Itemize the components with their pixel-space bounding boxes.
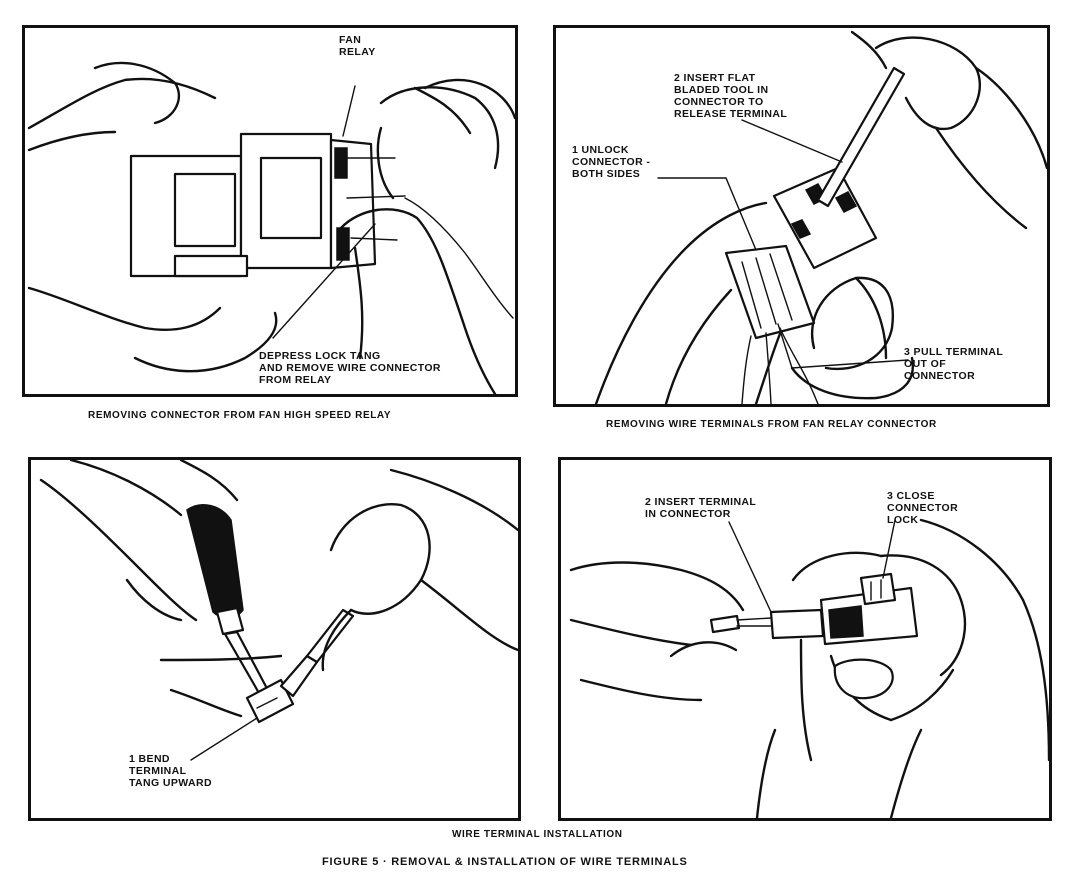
step2-insert-terminal-callout: 2 INSERT TERMINAL IN CONNECTOR (645, 496, 757, 520)
caption-wire-terminal-installation: WIRE TERMINAL INSTALLATION (452, 829, 623, 840)
depress-lock-tang-callout: DEPRESS LOCK TANG AND REMOVE WIRE CONNEC… (259, 350, 441, 386)
figure-title: FIGURE 5 · REMOVAL & INSTALLATION OF WIR… (322, 856, 688, 868)
step1-unlock-connector-callout: 1 UNLOCK CONNECTOR - BOTH SIDES (572, 144, 651, 180)
step3-pull-terminal-callout: 3 PULL TERMINAL OUT OF CONNECTOR (904, 346, 1004, 382)
step2-insert-tool-callout: 2 INSERT FLAT BLADED TOOL IN CONNECTOR T… (674, 72, 788, 120)
panel-removing-wire-terminals: 2 INSERT FLAT BLADED TOOL IN CONNECTOR T… (553, 25, 1050, 407)
panel-bend-terminal-tang: 1 BEND TERMINAL TANG UPWARD (28, 457, 521, 821)
hands-inserting-terminal-illustration (569, 518, 1049, 818)
hand-with-tool-and-connector-illustration (594, 30, 1047, 404)
step1-bend-tang-callout: 1 BEND TERMINAL TANG UPWARD (129, 753, 212, 789)
hands-holding-relay-illustration (27, 61, 515, 394)
step3-close-lock-callout: 3 CLOSE CONNECTOR LOCK (887, 490, 959, 526)
hands-with-pliers-and-terminal-illustration (39, 460, 518, 761)
panel-removing-connector-from-relay: FAN RELAY DEPRESS LOCK TANG AND REMOVE W… (22, 25, 518, 397)
fan-relay-callout: FAN RELAY (339, 34, 376, 58)
panel-insert-terminal: 2 INSERT TERMINAL IN CONNECTOR 3 CLOSE C… (558, 457, 1052, 821)
caption-removing-connector: REMOVING CONNECTOR FROM FAN HIGH SPEED R… (88, 410, 392, 421)
caption-removing-wire-terminals: REMOVING WIRE TERMINALS FROM FAN RELAY C… (606, 419, 937, 430)
